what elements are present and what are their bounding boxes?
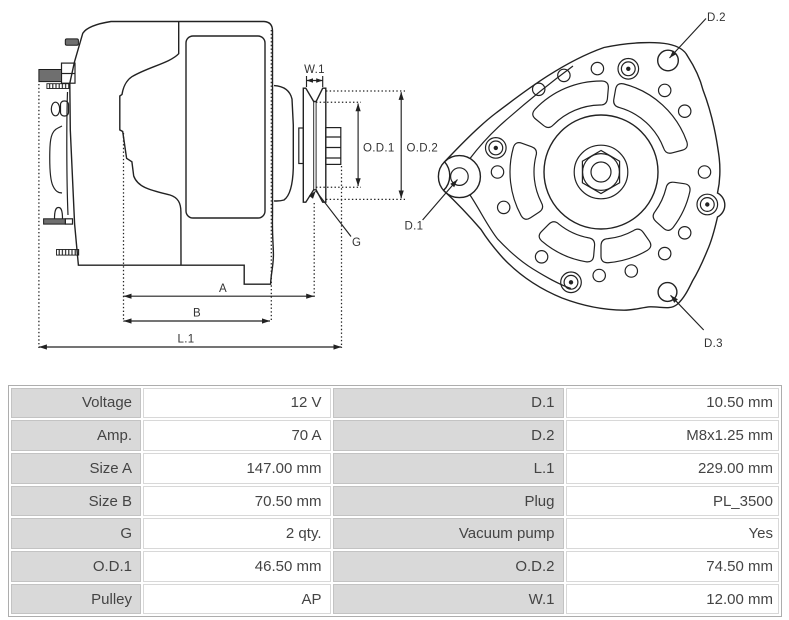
svg-text:D.3: D.3	[704, 338, 723, 350]
svg-text:L.1: L.1	[178, 334, 195, 346]
svg-text:O.D.1: O.D.1	[363, 143, 395, 155]
svg-text:O.D.2: O.D.2	[407, 143, 439, 155]
svg-text:D.2: D.2	[707, 12, 726, 24]
svg-text:A: A	[219, 283, 227, 295]
svg-text:B: B	[193, 308, 201, 320]
svg-text:G: G	[352, 237, 361, 249]
svg-text:D.1: D.1	[405, 221, 424, 233]
svg-text:W.1: W.1	[304, 64, 325, 76]
